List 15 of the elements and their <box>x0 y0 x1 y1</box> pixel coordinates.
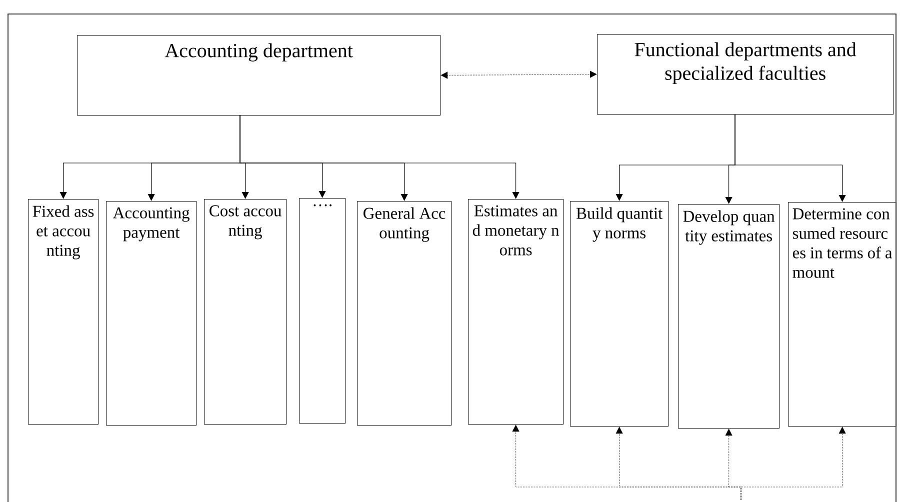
box: Estimates and monetary norms <box>468 199 564 425</box>
box: …. <box>299 198 346 424</box>
arrow <box>440 70 597 79</box>
department-box: Accounting department <box>77 35 441 116</box>
arrow <box>740 426 846 500</box>
box: Accounting payment <box>106 201 197 426</box>
arrow <box>734 114 846 202</box>
arrow <box>240 115 520 199</box>
box: Determine consumed resources in terms of amount <box>788 202 897 427</box>
department-box: Functional departments and specialized faculties <box>597 34 894 115</box>
box: Fixed asset accounting <box>28 199 99 425</box>
box: Build quantity norms <box>570 201 669 427</box>
box: General Accounting <box>357 201 452 426</box>
box: Develop quantity estimates <box>678 204 780 429</box>
box: Cost accounting <box>204 199 287 425</box>
